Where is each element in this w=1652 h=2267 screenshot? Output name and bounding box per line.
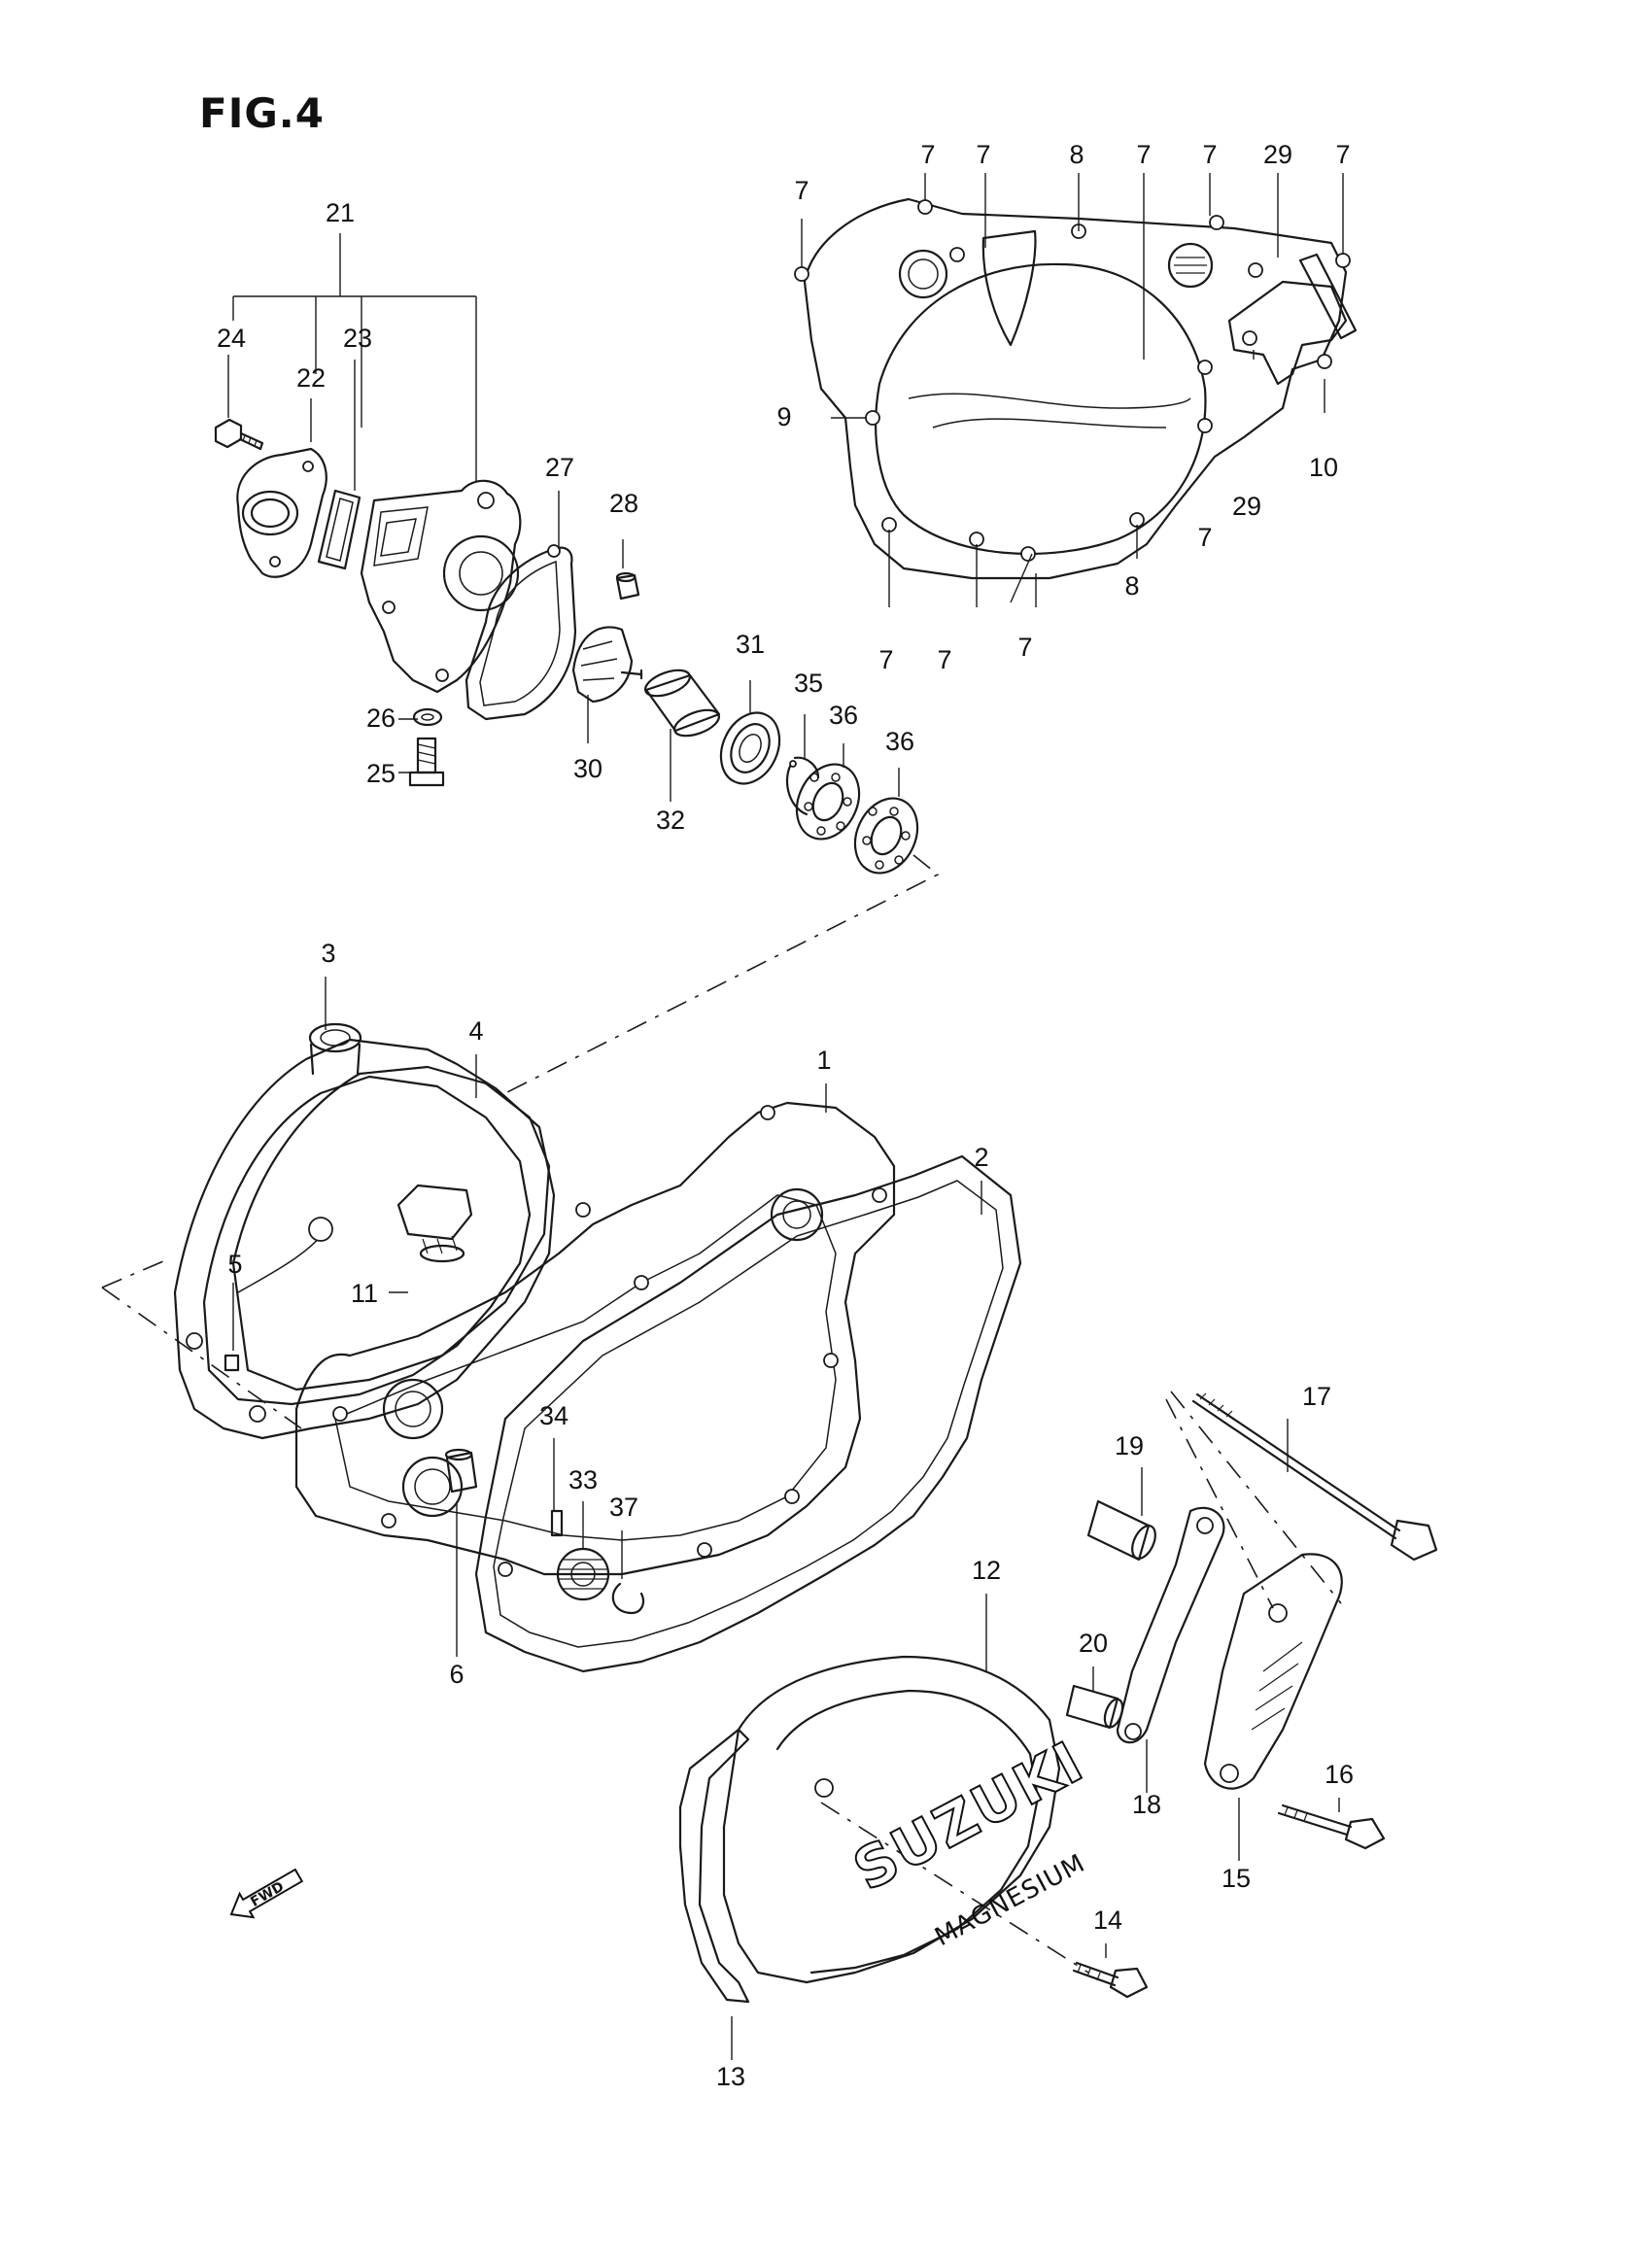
callout-c14: 14	[1093, 1906, 1122, 1935]
callout-c12: 12	[972, 1556, 1001, 1585]
forward-direction-tag: FWD	[229, 1868, 304, 1919]
callout-c24: 24	[217, 324, 246, 353]
pump-gear-33	[556, 1547, 610, 1601]
right-cover-bolt-holes	[332, 1105, 887, 1577]
callout-c11: 11	[351, 1279, 378, 1308]
oil-filler-plug-11	[396, 1184, 473, 1263]
callout-c19: 19	[1115, 1431, 1144, 1460]
gasket-13	[678, 1728, 750, 2004]
callout-c29a: 29	[1263, 140, 1292, 169]
pump-shaft-32	[644, 669, 721, 738]
plate-18	[1116, 1506, 1225, 1744]
callout-c2: 2	[974, 1143, 988, 1172]
callout-c13: 13	[716, 2062, 745, 2091]
callout-c36a: 36	[829, 701, 858, 730]
callout-c32: 32	[656, 806, 685, 835]
dowel-5	[224, 1354, 240, 1372]
callout-c1: 1	[816, 1046, 831, 1075]
figure-title: FIG.4	[199, 89, 325, 137]
callout-c37: 37	[609, 1493, 638, 1522]
crankcase-cover-left-3	[173, 1022, 556, 1440]
callout-c36b: 36	[885, 727, 914, 756]
water-pump-group	[214, 233, 940, 1094]
callout-c7g: 7	[1197, 523, 1212, 552]
callout-c7b: 7	[920, 140, 935, 169]
callout-c4: 4	[468, 1016, 483, 1046]
callout-c7i: 7	[937, 645, 951, 674]
oil-seal-31	[719, 711, 781, 785]
forward-arrow-icon	[229, 1868, 304, 1919]
drain-bolt-25	[408, 737, 445, 787]
callout-c35: 35	[794, 669, 823, 698]
callout-c7h: 7	[878, 645, 893, 674]
callout-c5: 5	[227, 1250, 242, 1279]
callout-c7e: 7	[1202, 140, 1217, 169]
dowel-28	[615, 571, 640, 601]
callout-c15: 15	[1222, 1864, 1251, 1893]
collar-19	[1086, 1499, 1156, 1562]
pin-34	[550, 1509, 564, 1537]
gasket-4	[231, 1065, 551, 1391]
callout-c22: 22	[296, 363, 326, 393]
callout-c26: 26	[366, 704, 396, 733]
callout-c10: 10	[1309, 453, 1338, 482]
callout-c17: 17	[1302, 1382, 1331, 1411]
callout-c8b: 8	[1124, 571, 1139, 601]
impeller-30	[571, 626, 643, 704]
callout-c28: 28	[609, 489, 638, 518]
callout-c27: 27	[545, 453, 574, 482]
pump-housing	[360, 479, 522, 694]
callout-c31: 31	[736, 630, 765, 659]
callout-c21: 21	[326, 198, 355, 227]
washer-26	[412, 707, 443, 727]
bolt-14	[1072, 1961, 1149, 1999]
guard-15	[1203, 1553, 1343, 1790]
callout-c7c: 7	[976, 140, 990, 169]
gasket-23	[317, 489, 361, 570]
callout-c18: 18	[1132, 1790, 1161, 1819]
callout-c33: 33	[568, 1465, 598, 1494]
collar-20	[1065, 1684, 1124, 1730]
crankcase-cover-right-1	[294, 1101, 896, 1615]
bearing-36-b	[853, 797, 919, 875]
callout-c9: 9	[776, 402, 791, 431]
circlip-37	[611, 1582, 645, 1615]
clutch-cover-bolt-holes	[794, 199, 1351, 562]
callout-c30: 30	[573, 754, 602, 783]
long-bolt-17	[1191, 1392, 1438, 1562]
pump-gasket-27	[465, 544, 577, 721]
dowel-6	[444, 1448, 478, 1494]
callout-c3: 3	[321, 939, 335, 968]
cover-gasket-2	[474, 1154, 1022, 1673]
callout-c7d: 7	[1136, 140, 1151, 169]
callout-c20: 20	[1079, 1629, 1108, 1658]
callout-c7a: 7	[794, 176, 809, 205]
water-outlet-pipe-22	[236, 447, 327, 578]
cover-material-text: MAGNESIUM	[930, 1849, 1090, 1952]
clutch-cover-outer	[794, 173, 1358, 607]
callout-c8a: 8	[1069, 140, 1084, 169]
bolt-24	[214, 418, 264, 451]
callout-c7f: 7	[1335, 140, 1350, 169]
callout-c25: 25	[366, 759, 396, 788]
bearing-36-a	[795, 763, 861, 841]
callout-c16: 16	[1325, 1760, 1354, 1789]
callout-c34: 34	[539, 1401, 568, 1430]
callout-c29b: 29	[1232, 492, 1261, 521]
callout-c6: 6	[449, 1660, 464, 1689]
bolt-16	[1277, 1803, 1386, 1850]
callout-c23: 23	[343, 324, 372, 353]
forward-label: FWD	[248, 1879, 287, 1910]
callout-c7j: 7	[1017, 633, 1032, 662]
